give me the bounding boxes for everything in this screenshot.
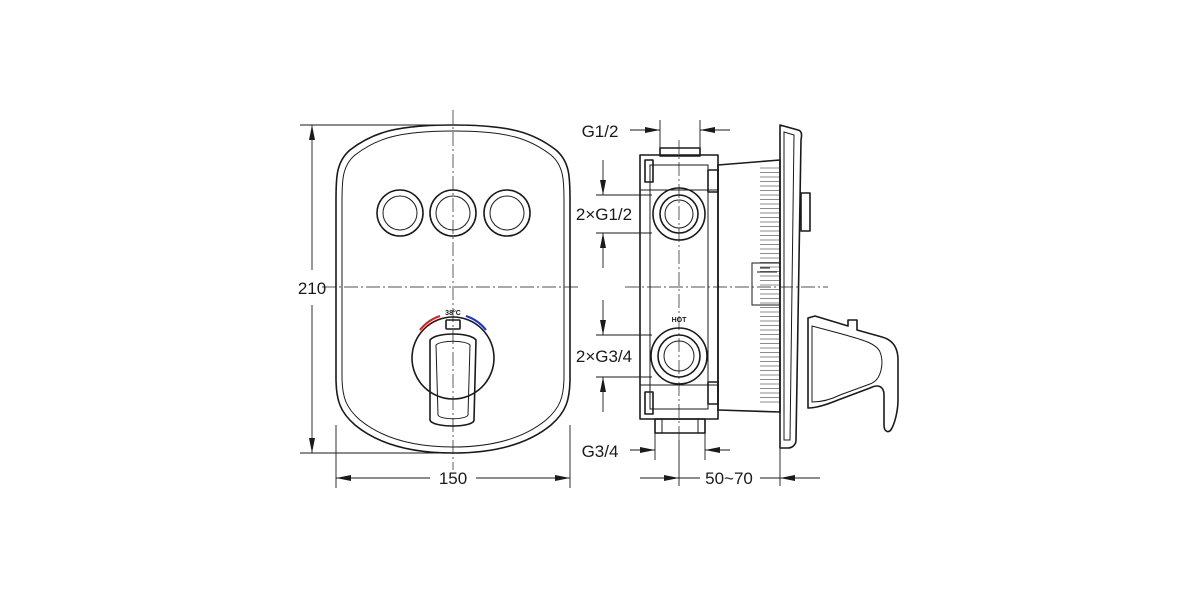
height-dimension: 210	[298, 124, 453, 454]
lever-handle-profile	[807, 315, 899, 433]
push-button-2	[429, 189, 477, 237]
side-button	[800, 192, 811, 232]
lower-port-dimension: 2×G3/4	[576, 300, 652, 412]
side-view: HOT	[576, 120, 899, 488]
temperature-label: 38°C	[445, 309, 461, 317]
height-label: 210	[298, 279, 326, 298]
inlet-label: G1/2	[582, 122, 619, 141]
width-label: 150	[439, 469, 467, 488]
port-upper-label: 2×G1/2	[576, 205, 632, 224]
width-dimension: 150	[335, 425, 571, 488]
outlet-label: G3/4	[582, 442, 619, 461]
port-lower-label: 2×G3/4	[576, 347, 632, 366]
thermostat-knob	[411, 316, 495, 427]
cover-plate-inner-edge	[341, 130, 565, 448]
cold-marker-arc	[465, 314, 487, 331]
hot-marker-arc	[419, 314, 441, 331]
upper-port-dimension: 2×G1/2	[576, 160, 652, 268]
knob-lever	[429, 333, 477, 427]
push-button-1	[376, 189, 424, 237]
cover-plate-profile	[779, 124, 811, 449]
threaded-sleeve	[717, 159, 781, 413]
outlet-dimension: G3/4	[582, 433, 730, 461]
push-button-3	[483, 189, 531, 237]
depth-label: 50~70	[705, 469, 753, 488]
depth-dimension: 50~70	[640, 440, 820, 488]
front-view: 38°C 210 150	[298, 110, 580, 488]
top-inlet	[659, 147, 701, 157]
inlet-dimension: G1/2	[582, 120, 730, 148]
hot-label: HOT	[672, 317, 688, 324]
